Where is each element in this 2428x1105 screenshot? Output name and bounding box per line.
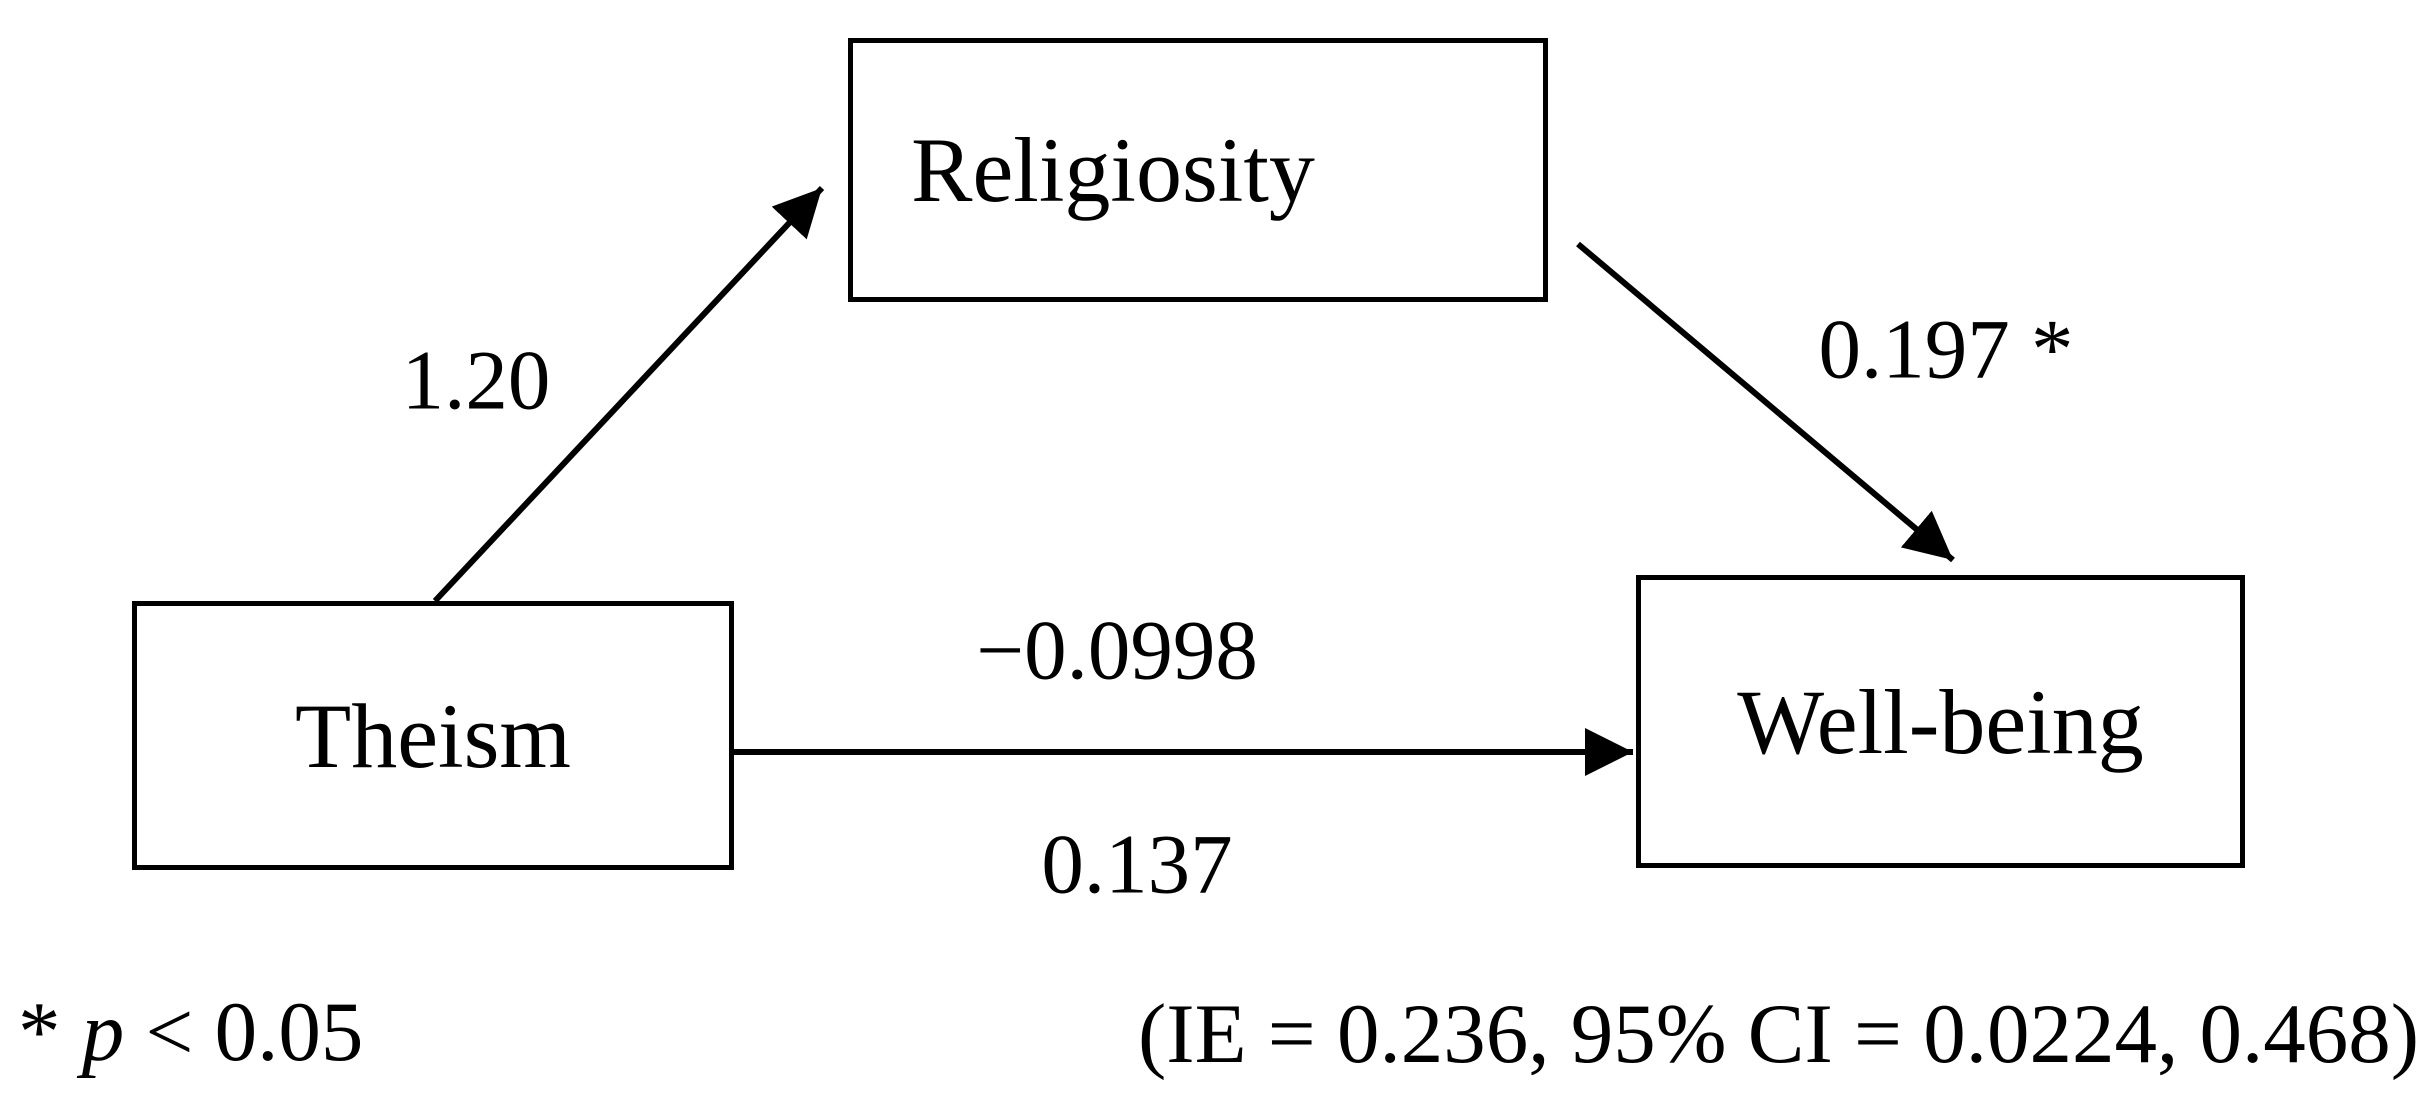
coefficient-a-label: 1.20 (401, 333, 551, 428)
indirect-effect-note: (IE = 0.236, 95% CI = 0.0224, 0.468) (1138, 987, 2420, 1081)
node-theism: Theism (132, 601, 734, 870)
node-theism-label: Theism (295, 684, 571, 787)
node-religiosity: Religiosity (848, 38, 1548, 302)
coefficient-b-label: 0.197 * (1818, 302, 2074, 397)
significance-comparison: < 0.05 (124, 985, 364, 1079)
significance-star: * (18, 985, 82, 1079)
significance-note: * p < 0.05 (18, 990, 363, 1075)
arrow-religiosity-to-wellbeing (1576, 241, 1955, 563)
coefficient-direct-effect-label: −0.0998 (976, 603, 1258, 698)
node-wellbeing: Well-being (1636, 575, 2245, 868)
significance-p-symbol: p (81, 985, 125, 1079)
coefficient-total-effect-label: 0.137 (1041, 817, 1233, 912)
node-religiosity-label: Religiosity (911, 119, 1315, 221)
node-wellbeing-label: Well-being (1737, 670, 2144, 773)
